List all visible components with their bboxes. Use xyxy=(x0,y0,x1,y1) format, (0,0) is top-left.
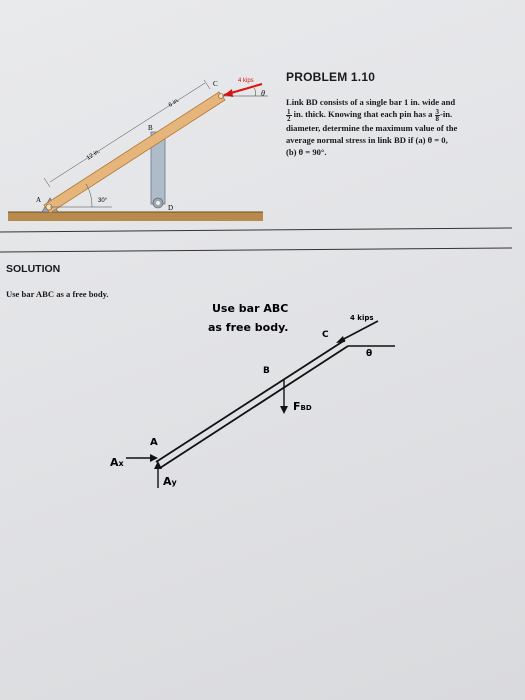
bar-abc xyxy=(43,91,226,214)
angle-arc xyxy=(85,183,93,208)
problem-statement: Link BD consists of a single bar 1 in. w… xyxy=(286,96,508,158)
fbd-ay-arrowhead xyxy=(154,461,162,469)
figure-label-a: A xyxy=(36,196,41,204)
dim-tick-a xyxy=(43,177,51,188)
dim-tick-c xyxy=(203,79,211,90)
problem-line-3: diameter, determine the maximum value of… xyxy=(286,122,458,133)
dim-6in-label: 6 in. xyxy=(168,97,181,108)
dim-line-12in xyxy=(49,117,151,183)
angle-label: 30° xyxy=(98,198,108,204)
solution-heading: SOLUTION xyxy=(6,263,61,275)
handwritten-ax: Ax xyxy=(110,456,125,469)
fbd-fbd-arrowhead xyxy=(280,406,288,414)
problem-line-4: average normal stress in link BD if (a) … xyxy=(286,134,448,145)
handwritten-line-1: Use bar ABC xyxy=(212,302,288,315)
fbd-bar-bottom xyxy=(159,345,349,469)
handwritten-label-a: A xyxy=(150,437,158,448)
theta-label: θ xyxy=(261,89,265,98)
figure-label-d: D xyxy=(168,204,173,212)
solution-text: Use bar ABC as a free body. xyxy=(6,289,109,299)
ground xyxy=(8,212,263,221)
dim-12in-label: 12 in. xyxy=(86,148,102,161)
dim-line-6in xyxy=(149,82,206,119)
handwritten-force: 4 kips xyxy=(350,314,374,322)
fbd-force-arrowhead xyxy=(336,336,345,343)
force-label: 4 kips xyxy=(238,78,254,84)
separator-2 xyxy=(0,247,513,253)
pin-d xyxy=(156,201,160,205)
handwritten-ay: Ay xyxy=(163,475,178,488)
force-arrowhead xyxy=(224,89,233,97)
handwritten-line-2: as free body. xyxy=(208,321,288,334)
problem-line-5: (b) θ = 90°. xyxy=(286,146,327,157)
handwritten-theta: θ xyxy=(366,349,372,359)
problem-line-1: Link BD consists of a single bar 1 in. w… xyxy=(286,97,456,107)
handwritten-label-c: C xyxy=(322,330,329,340)
figure-label-b: B xyxy=(148,124,153,132)
handwritten-fbd: FBD xyxy=(293,400,312,413)
theta-arc xyxy=(253,87,256,97)
fbd-ax-arrowhead xyxy=(150,454,158,462)
fbd-bar-top xyxy=(155,339,346,463)
figure-label-c: C xyxy=(213,80,218,88)
handwritten-label-b: B xyxy=(263,366,270,376)
problem-title: PROBLEM 1.10 xyxy=(286,70,376,84)
fbd-force-arrow xyxy=(337,320,379,343)
separator-1 xyxy=(0,227,513,233)
